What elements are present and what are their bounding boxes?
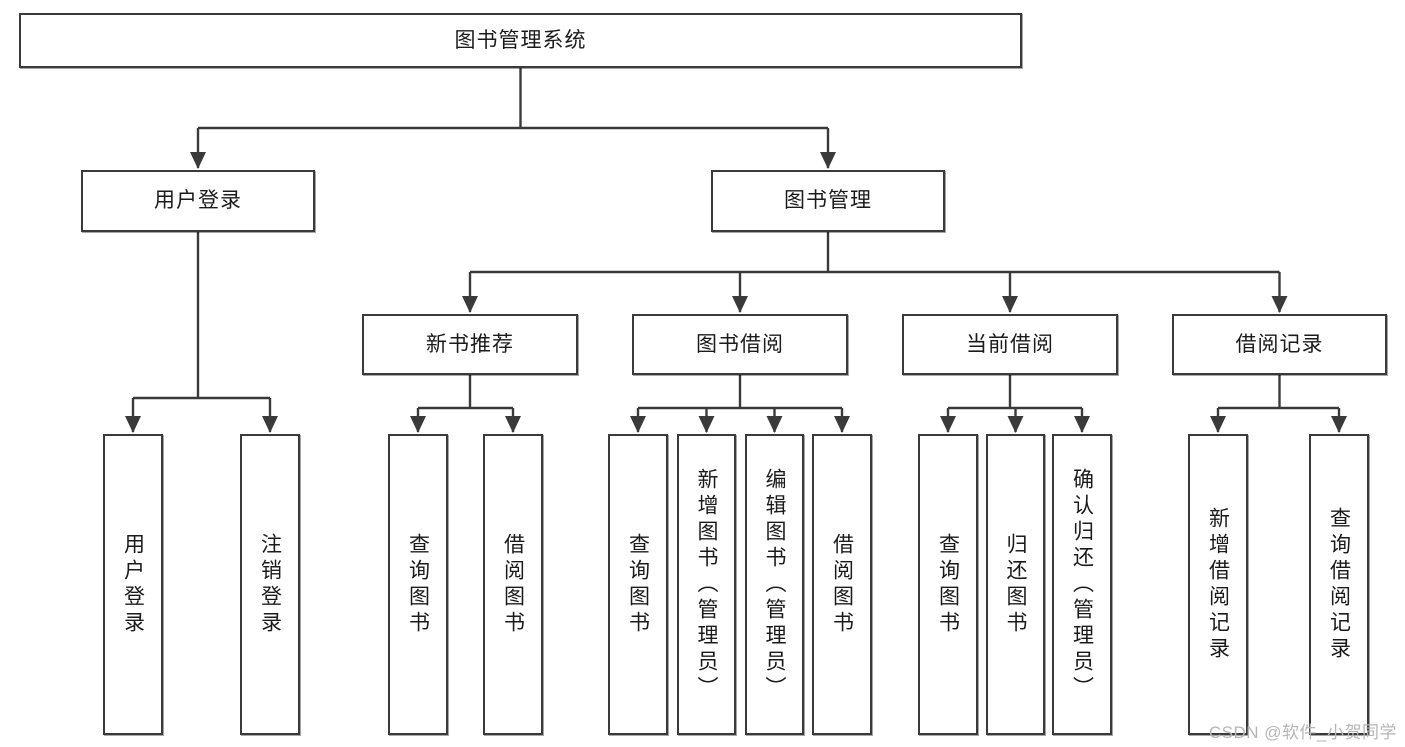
node-label-leaf-add-book: 新增图书（管理员）: [695, 467, 718, 702]
arrow-head-leaf-confirm-return: [1074, 416, 1090, 433]
node-label-leaf-query-book-2: 查询图书: [626, 532, 650, 637]
arrow-head-leaf-return-book: [1007, 416, 1024, 433]
watermark-label: CSDN @软件_小贺同学: [1208, 723, 1397, 742]
node-label-new-book-recommend: 新书推荐: [426, 332, 514, 356]
node-label-leaf-logout: 注销登录: [258, 532, 282, 637]
node-label-leaf-query-book-1: 查询图书: [406, 532, 430, 637]
node-leaf-add-record[interactable]: 新增借阅记录: [1188, 434, 1248, 735]
node-current-borrow[interactable]: 当前借阅: [902, 314, 1118, 375]
arrow-head-leaf-add-record: [1210, 416, 1226, 433]
arrow-head-borrow-record: [1271, 296, 1288, 313]
node-label-current-borrow: 当前借阅: [966, 332, 1054, 356]
node-leaf-confirm-return[interactable]: 确认归还（管理员）: [1052, 434, 1112, 735]
node-leaf-query-book-1[interactable]: 查询图书: [388, 434, 448, 735]
arrow-head-leaf-query-book-2: [630, 416, 646, 433]
node-label-leaf-return-book: 归还图书: [1004, 532, 1027, 637]
arrow-head-current-borrow: [1002, 296, 1018, 313]
arrow-head-user-login: [190, 152, 206, 169]
node-label-leaf-query-book-3: 查询图书: [936, 532, 960, 637]
node-book-manage[interactable]: 图书管理: [711, 170, 945, 232]
node-label-leaf-borrow-book-2: 借阅图书: [830, 532, 854, 637]
node-user-login[interactable]: 用户登录: [81, 170, 315, 232]
node-label-borrow-record: 借阅记录: [1235, 332, 1324, 356]
node-leaf-query-record[interactable]: 查询借阅记录: [1309, 434, 1369, 735]
arrow-head-leaf-logout: [262, 416, 278, 433]
node-borrow-record[interactable]: 借阅记录: [1172, 314, 1387, 375]
node-leaf-borrow-book-1[interactable]: 借阅图书: [483, 434, 543, 735]
node-label-book-manage: 图书管理: [784, 189, 872, 213]
node-label-leaf-query-record: 查询借阅记录: [1327, 506, 1351, 663]
arrow-head-leaf-borrow-book-1: [505, 416, 521, 433]
arrow-head-leaf-query-book-1: [410, 416, 426, 433]
arrow-head-leaf-edit-book: [766, 416, 783, 433]
node-label-leaf-edit-book: 编辑图书（管理员）: [763, 467, 786, 702]
node-label-root: 图书管理系统: [454, 28, 587, 52]
node-leaf-edit-book[interactable]: 编辑图书（管理员）: [745, 434, 804, 735]
arrow-head-new-book-recommend: [462, 296, 478, 313]
node-label-book-borrow: 图书借阅: [696, 332, 784, 356]
node-label-leaf-user-login: 用户登录: [121, 532, 145, 637]
node-label-leaf-borrow-book-1: 借阅图书: [501, 532, 525, 637]
arrow-head-leaf-query-record: [1331, 416, 1347, 433]
arrow-head-leaf-user-login: [125, 416, 141, 433]
node-new-book-recommend[interactable]: 新书推荐: [362, 314, 578, 375]
node-leaf-return-book[interactable]: 归还图书: [986, 434, 1045, 735]
node-leaf-user-login[interactable]: 用户登录: [103, 434, 163, 735]
arrow-head-leaf-add-book: [698, 416, 715, 433]
node-label-leaf-add-record: 新增借阅记录: [1206, 506, 1230, 663]
node-leaf-borrow-book-2[interactable]: 借阅图书: [812, 434, 872, 735]
node-label-user-login: 用户登录: [154, 189, 242, 213]
arrow-head-book-borrow: [732, 296, 748, 313]
node-leaf-query-book-2[interactable]: 查询图书: [608, 434, 668, 735]
node-leaf-logout[interactable]: 注销登录: [240, 434, 300, 735]
node-book-borrow[interactable]: 图书借阅: [632, 314, 848, 375]
node-leaf-add-book[interactable]: 新增图书（管理员）: [677, 434, 736, 735]
node-label-leaf-confirm-return: 确认归还（管理员）: [1070, 467, 1094, 702]
node-root[interactable]: 图书管理系统: [19, 13, 1022, 68]
arrow-head-book-manage: [820, 152, 836, 169]
node-leaf-query-book-3[interactable]: 查询图书: [918, 434, 978, 735]
arrow-head-leaf-query-book-3: [940, 416, 956, 433]
arrow-head-leaf-borrow-book-2: [834, 416, 850, 433]
